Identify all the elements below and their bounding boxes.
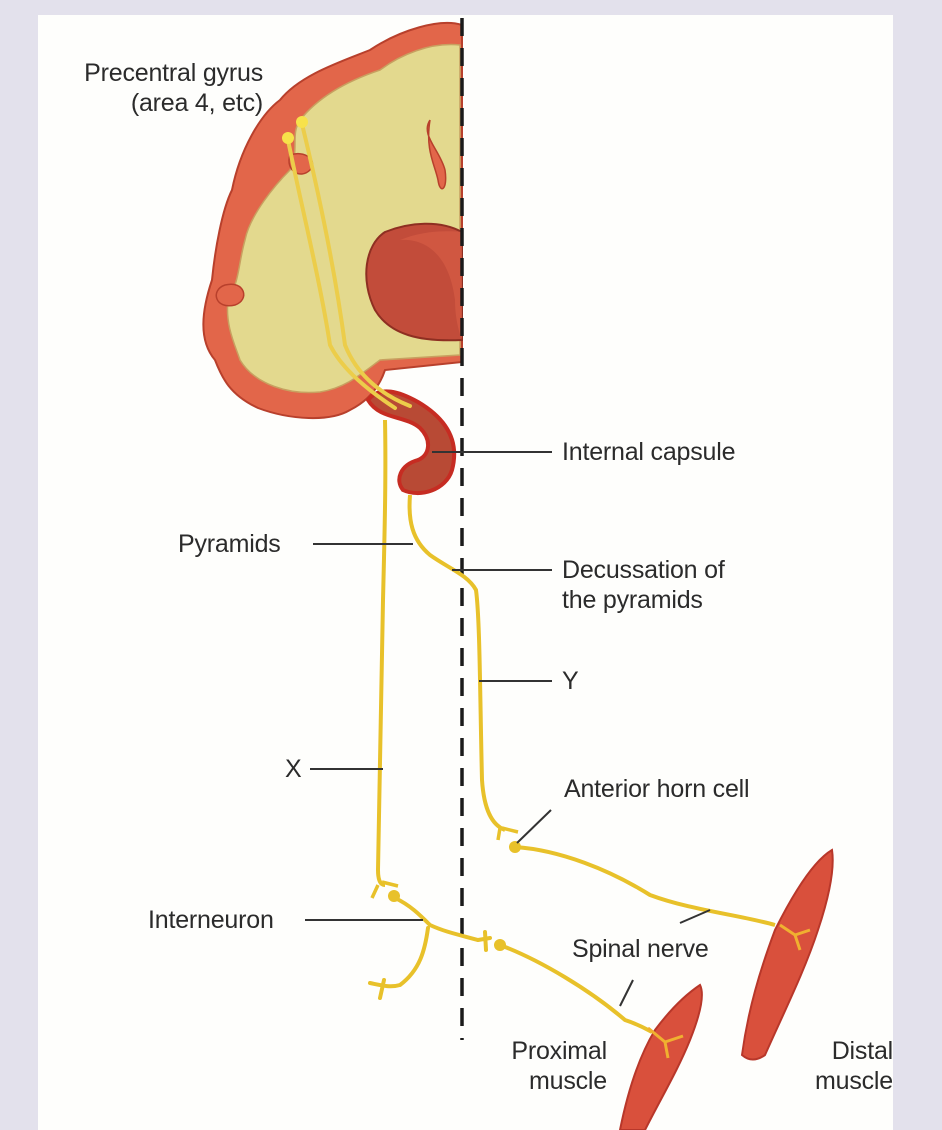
deep-nucleus-highlight [400,231,462,340]
label-line: the pyramids [562,586,703,614]
label-line: muscle [529,1067,607,1095]
distal-muscle-endplate [779,923,811,951]
diagram-panel [38,15,893,1130]
label-line: Decussation of [562,556,725,584]
sulcus [215,283,245,307]
tract-x-terminal [370,880,399,899]
label-line: muscle [815,1067,893,1095]
label-y: Y [562,667,579,695]
interneuron-cell-body [388,890,400,902]
label-x: X [285,755,302,783]
label-internal-capsule: Internal capsule [562,438,736,466]
neuron-cell-body [296,116,308,128]
label-precentral-gyrus: Precentral gyrus (area 4, etc) [38,58,263,118]
tract-x [375,419,388,887]
label-line: (area 4, etc) [130,89,263,117]
label-anterior-horn-cell: Anterior horn cell [564,775,750,803]
label-decussation: Decussation of the pyramids [562,555,725,615]
label-interneuron: Interneuron [148,906,274,934]
interneuron-shape [368,896,492,1000]
label-distal-muscle: Distal muscle [780,1036,893,1096]
corticospinal-fibers [286,122,412,410]
label-pyramids: Pyramids [178,530,281,558]
tract-y [407,494,506,832]
leader-lines [305,451,711,1007]
spinal-nerve-distal [514,845,776,927]
internal-capsule-shape [365,389,457,496]
distal-muscle-shape [740,848,834,1061]
tract-y-terminal [496,826,519,841]
label-spinal-nerve: Spinal nerve [572,935,709,963]
label-line: Distal [831,1037,894,1065]
proximal-muscle-endplate [647,1026,684,1059]
sulcus [426,119,447,190]
spinal-nerve-proximal [499,943,653,1034]
label-line: Precentral gyrus [84,59,263,87]
neuron-cell-body [282,132,294,144]
label-line: Proximal [511,1037,607,1065]
proximal-muscle-shape [618,983,703,1130]
label-proximal-muscle: Proximal muscle [470,1036,607,1096]
